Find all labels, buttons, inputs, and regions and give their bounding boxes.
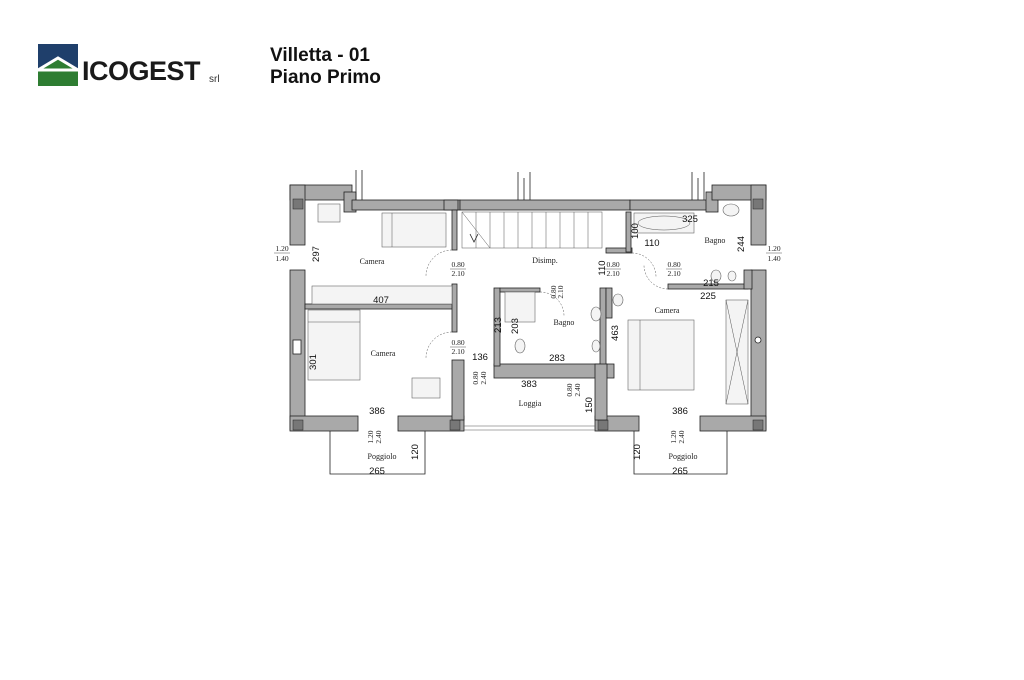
balcony-left-outline — [329, 431, 426, 475]
title-line-1: Villetta - 01 — [270, 45, 370, 66]
svg-text:2.40: 2.40 — [573, 383, 582, 396]
dim-407: 407 — [373, 295, 389, 306]
room-bagno-center: Bagno — [554, 318, 575, 327]
dim-120-left: 120 — [410, 444, 421, 460]
dim-244: 244 — [736, 236, 747, 252]
dim-110-left: 110 — [597, 260, 608, 275]
dim-225: 225 — [700, 291, 716, 302]
svg-text:2.10: 2.10 — [667, 269, 680, 278]
inner-walls — [304, 209, 753, 421]
door-swings — [425, 249, 669, 359]
bed-top — [381, 212, 447, 248]
brand-suffix: srl — [209, 74, 220, 85]
svg-text:2.10: 2.10 — [451, 347, 464, 356]
svg-text:0.80: 0.80 — [606, 260, 619, 269]
wall-top-c — [629, 199, 713, 211]
dim-150: 150 — [584, 397, 595, 413]
svg-text:1.20: 1.20 — [275, 244, 288, 253]
dim-325: 325 — [682, 214, 698, 225]
page-title: Villetta - 01 Piano Primo — [270, 45, 381, 89]
svg-text:0.80: 0.80 — [549, 285, 558, 298]
room-loggia: Loggia — [519, 399, 542, 408]
dim-265-left: 265 — [369, 466, 385, 477]
bidet-icon-2 — [591, 339, 601, 353]
room-camera-top-left: Camera — [360, 257, 385, 266]
dim-215: 215 — [703, 278, 719, 289]
opening-labels: 1.20 1.40 1.20 1.40 0.80 2.10 0.80 2.10 … — [274, 244, 782, 444]
room-poggiolo-left: Poggiolo — [368, 452, 397, 461]
desk-bottom — [411, 377, 441, 399]
toilet-icon — [710, 269, 722, 283]
outer-walls — [289, 170, 767, 432]
house-logo-icon — [38, 44, 78, 86]
bed-right — [627, 319, 695, 391]
dim-203: 203 — [510, 318, 521, 334]
svg-text:0.80: 0.80 — [565, 383, 574, 396]
shower-icon — [504, 291, 536, 323]
dim-110-top: 110 — [644, 238, 659, 249]
svg-text:2.40: 2.40 — [479, 371, 488, 384]
dim-297: 297 — [311, 246, 322, 262]
furniture — [307, 203, 749, 405]
brand-name: ICOGEST — [82, 56, 201, 86]
sink-icon-3 — [612, 293, 624, 307]
title-line-2: Piano Primo — [270, 67, 381, 88]
bidet-icon — [727, 270, 737, 282]
svg-text:2.40: 2.40 — [374, 430, 383, 443]
dim-283: 283 — [549, 353, 565, 364]
room-disimpegno: Disimp. — [532, 256, 558, 265]
svg-text:1.40: 1.40 — [275, 254, 288, 263]
wardrobe-left — [311, 285, 453, 305]
room-poggiolo-right: Poggiolo — [669, 452, 698, 461]
toilet-icon-2 — [514, 338, 526, 354]
dim-120-right: 120 — [632, 444, 643, 460]
wall-right-bottom — [750, 269, 767, 431]
company-logo: ICOGEST srl — [38, 44, 238, 88]
wall-bottom-4 — [699, 415, 767, 432]
staircase — [461, 211, 603, 249]
balcony-right-outline — [633, 431, 728, 475]
dim-136: 136 — [472, 352, 488, 363]
sink-icon-2 — [590, 306, 602, 322]
dim-386-right: 386 — [672, 406, 688, 417]
svg-text:1.20: 1.20 — [767, 244, 780, 253]
svg-text:0.80: 0.80 — [451, 338, 464, 347]
svg-text:1.20: 1.20 — [366, 430, 375, 443]
stair-arrow-icon — [469, 233, 479, 243]
dim-383: 383 — [521, 379, 537, 390]
loggia-rail — [464, 425, 595, 431]
wall-bottom-2 — [397, 415, 465, 432]
svg-text:2.40: 2.40 — [677, 430, 686, 443]
bathtub — [633, 212, 695, 234]
svg-text:1.40: 1.40 — [767, 254, 780, 263]
wall-left-top — [289, 184, 306, 246]
dim-213: 213 — [493, 317, 504, 333]
dim-463: 463 — [610, 325, 621, 341]
dim-386-left: 386 — [369, 406, 385, 417]
svg-text:2.10: 2.10 — [556, 285, 565, 298]
wall-bottom-1 — [289, 415, 359, 432]
svg-text:1.20: 1.20 — [669, 430, 678, 443]
room-bagno-right: Bagno — [705, 236, 726, 245]
dim-265-right: 265 — [672, 466, 688, 477]
svg-text:0.80: 0.80 — [667, 260, 680, 269]
header: ICOGEST srl Villetta - 01 Piano Primo — [0, 0, 1024, 110]
dim-100: 100 — [630, 223, 641, 239]
room-camera-right: Camera — [655, 306, 680, 315]
room-camera-bottom-left: Camera — [371, 349, 396, 358]
sink-icon — [722, 203, 740, 217]
dim-301: 301 — [308, 354, 319, 370]
svg-text:2.10: 2.10 — [451, 269, 464, 278]
svg-text:0.80: 0.80 — [451, 260, 464, 269]
bed-bottom — [307, 309, 361, 381]
svg-text:2.10: 2.10 — [606, 269, 619, 278]
wall-right-top — [750, 184, 767, 246]
desk-top — [317, 203, 341, 223]
svg-text:0.80: 0.80 — [471, 371, 480, 384]
wall-top-b — [459, 199, 631, 211]
wall-loggia-top — [493, 363, 615, 379]
